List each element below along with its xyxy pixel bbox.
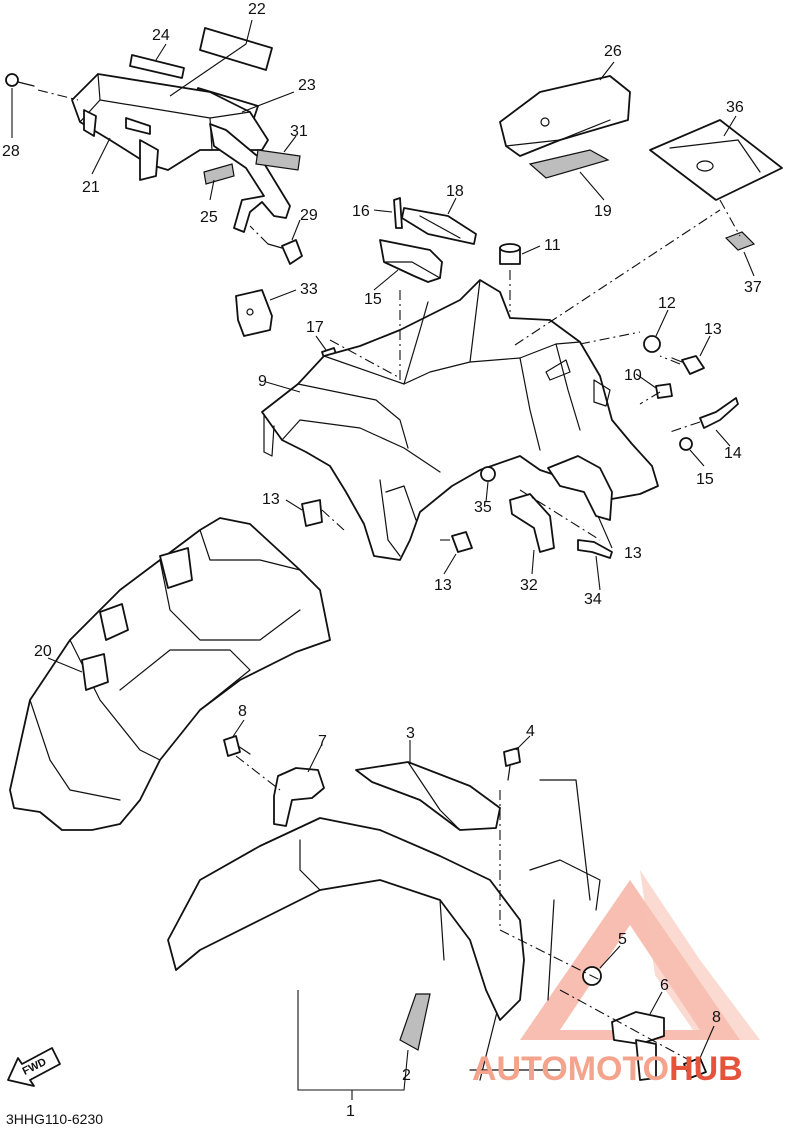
fwd-arrow-icon: FWD <box>7 1047 61 1087</box>
part-19-pin <box>393 197 403 229</box>
callout-26: 23 <box>298 77 316 94</box>
callout-21: 18 <box>446 183 464 200</box>
seat-rail-bracket <box>209 123 291 233</box>
callout-9: 9 <box>258 373 267 390</box>
part-35-nut <box>480 466 496 482</box>
callout-5: 5 <box>618 931 627 948</box>
part-37-pad <box>724 231 756 251</box>
part-23-inner-fender <box>9 517 331 831</box>
callout-10: 10 <box>624 367 642 384</box>
part-24-seat-cowl <box>71 73 269 181</box>
part-1-front-fender <box>167 817 525 1021</box>
part-6-bracket <box>611 1011 665 1081</box>
callout-19: 16 <box>352 203 370 220</box>
part-36-cover <box>649 119 783 201</box>
part-14-clip <box>301 499 323 527</box>
callout-30-top: 28 <box>2 143 20 160</box>
callout-25: 22 <box>248 1 266 18</box>
callout-11: 11 <box>544 237 561 254</box>
watermark-logo <box>520 870 760 1040</box>
callout-1: 1 <box>346 1103 355 1120</box>
part-13-bolt-upper <box>671 355 705 375</box>
callout-35: 35 <box>474 499 492 516</box>
leader-lines <box>11 19 755 1100</box>
callout-8-upper: 8 <box>238 703 247 720</box>
part-9-rear-fender <box>261 279 659 561</box>
part-25-label <box>199 27 273 71</box>
part-31-pad <box>255 149 301 171</box>
diagram-code: 3HHG110-6230 <box>6 1111 103 1127</box>
callout-13-lower: 13 <box>434 577 452 594</box>
callout-17: 15 <box>696 471 714 488</box>
part-28-pad <box>203 163 235 185</box>
part-12-grommet <box>643 335 661 353</box>
part-29-tail-light <box>499 75 631 157</box>
part-2-reflector <box>399 993 431 1051</box>
callout-15: 13 <box>624 545 642 562</box>
callout-22: 19 <box>594 203 612 220</box>
callout-6: 6 <box>660 977 669 994</box>
part-3-fender-brace <box>355 761 501 831</box>
callout-28: 25 <box>200 209 218 226</box>
part-17-washer <box>679 437 693 451</box>
callout-2: 2 <box>402 1067 411 1084</box>
part-15-bracket <box>547 455 613 521</box>
callout-18: 15 <box>364 291 382 308</box>
part-8-bolt-upper <box>223 735 251 757</box>
part-16-rivet <box>699 397 739 429</box>
part-8-bolt-lower <box>683 1057 707 1079</box>
callout-27: 24 <box>152 27 170 44</box>
callout-8-lower: 8 <box>712 1009 721 1026</box>
callout-30-lower: 29 <box>300 207 318 224</box>
watermark-text-part2: HUB <box>669 1050 743 1088</box>
callout-36: 36 <box>726 99 744 116</box>
callout-34: 34 <box>584 591 602 608</box>
part-21-band <box>401 207 477 245</box>
callout-32: 32 <box>520 577 538 594</box>
part-7-bracket <box>273 767 325 827</box>
part-4-bolt <box>503 747 521 781</box>
part-11-grommet <box>499 243 521 265</box>
part-13-bolt-lower <box>451 531 473 553</box>
watermark-triangle-accent-icon <box>640 870 760 1040</box>
callout-20: 17 <box>306 319 324 336</box>
part-32-bracket <box>509 493 555 553</box>
part-18-bracket <box>379 239 443 283</box>
assembly-lines <box>37 89 741 1067</box>
callout-4: 4 <box>526 723 535 740</box>
part-27-strip <box>129 54 185 79</box>
callout-13-upper: 13 <box>704 321 722 338</box>
watermark-text-part1: AUTOMOTO <box>472 1050 669 1088</box>
callout-24: 21 <box>82 179 100 196</box>
part-22-gasket <box>528 149 610 179</box>
part-30-bolt-top <box>5 73 35 87</box>
callout-labels: 22 24 23 28 21 31 25 29 26 19 36 37 18 1… <box>2 1 762 1120</box>
callout-31: 31 <box>290 123 308 140</box>
part-34-rivet <box>577 539 613 559</box>
watermark-text: AUTOMOTOHUB <box>472 1050 743 1088</box>
callout-29: 26 <box>604 43 622 60</box>
callout-23: 20 <box>34 643 52 660</box>
part-10-grommet <box>655 383 673 399</box>
callout-3: 3 <box>406 725 415 742</box>
callout-7: 7 <box>318 733 327 750</box>
callout-37: 37 <box>744 279 762 296</box>
callout-14: 13 <box>262 491 280 508</box>
part-30-bolt-lower <box>267 239 303 265</box>
callout-16: 14 <box>724 445 742 462</box>
callout-12: 12 <box>658 295 676 312</box>
callout-33: 33 <box>300 281 318 298</box>
part-33-bracket <box>235 289 273 337</box>
